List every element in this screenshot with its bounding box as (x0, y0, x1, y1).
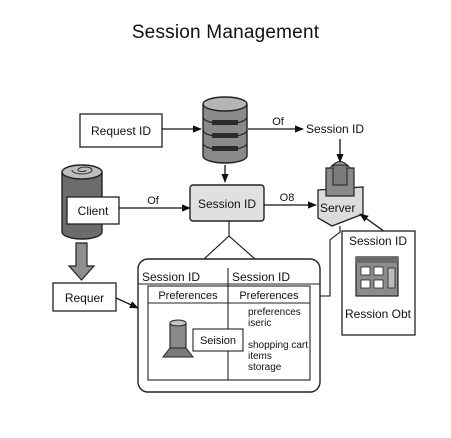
diagram-title: Session Management (131, 22, 320, 43)
table-note-2b: items (248, 351, 272, 362)
table-header-left: Session ID (142, 270, 200, 284)
requer-box: Requer (52, 282, 117, 312)
table-subheader-right: Preferences (239, 290, 299, 302)
client-cylinder-icon: Client (61, 164, 120, 240)
client-label: Client (78, 204, 109, 218)
session-object-panel: Session ID Ression Obt (341, 230, 416, 336)
table-note-1a: preferences (248, 307, 301, 318)
table-subheader-left: Preferences (158, 290, 218, 302)
edge-label-of-top: Of (272, 116, 285, 128)
database-icon (202, 96, 248, 164)
server-icon: Server (317, 139, 364, 227)
request-id-label: Request ID (91, 124, 151, 138)
table-header-right: Session ID (232, 270, 290, 284)
session-id-top-label: Session ID (306, 122, 364, 136)
table-note-2a: shopping cart (248, 340, 308, 351)
edge-label-o8: O8 (280, 192, 295, 204)
request-id-box: Request ID (79, 113, 163, 148)
storage-label: Seision (200, 335, 236, 347)
requer-label: Requer (65, 291, 104, 305)
edge-server-to-table (318, 226, 341, 297)
edge-label-of-client: Of (147, 195, 160, 207)
down-arrow-icon (67, 242, 96, 281)
session-id-right-label: Session ID (349, 234, 407, 248)
session-table: Session ID Session ID Preferences Prefer… (137, 258, 321, 393)
ression-obt-label: Ression Obt (345, 307, 412, 321)
table-note-2c: storage (248, 362, 282, 373)
connector-fan (203, 221, 256, 260)
table-note-1b: iseric (248, 318, 271, 329)
session-id-center-label: Session ID (198, 197, 256, 211)
building-icon (355, 256, 399, 297)
edge-object-to-server (359, 213, 386, 233)
server-label: Server (320, 201, 355, 215)
edge-requer-to-table (115, 297, 139, 309)
session-id-center-box: Session ID (189, 184, 265, 222)
storage-cup-icon (161, 319, 195, 358)
